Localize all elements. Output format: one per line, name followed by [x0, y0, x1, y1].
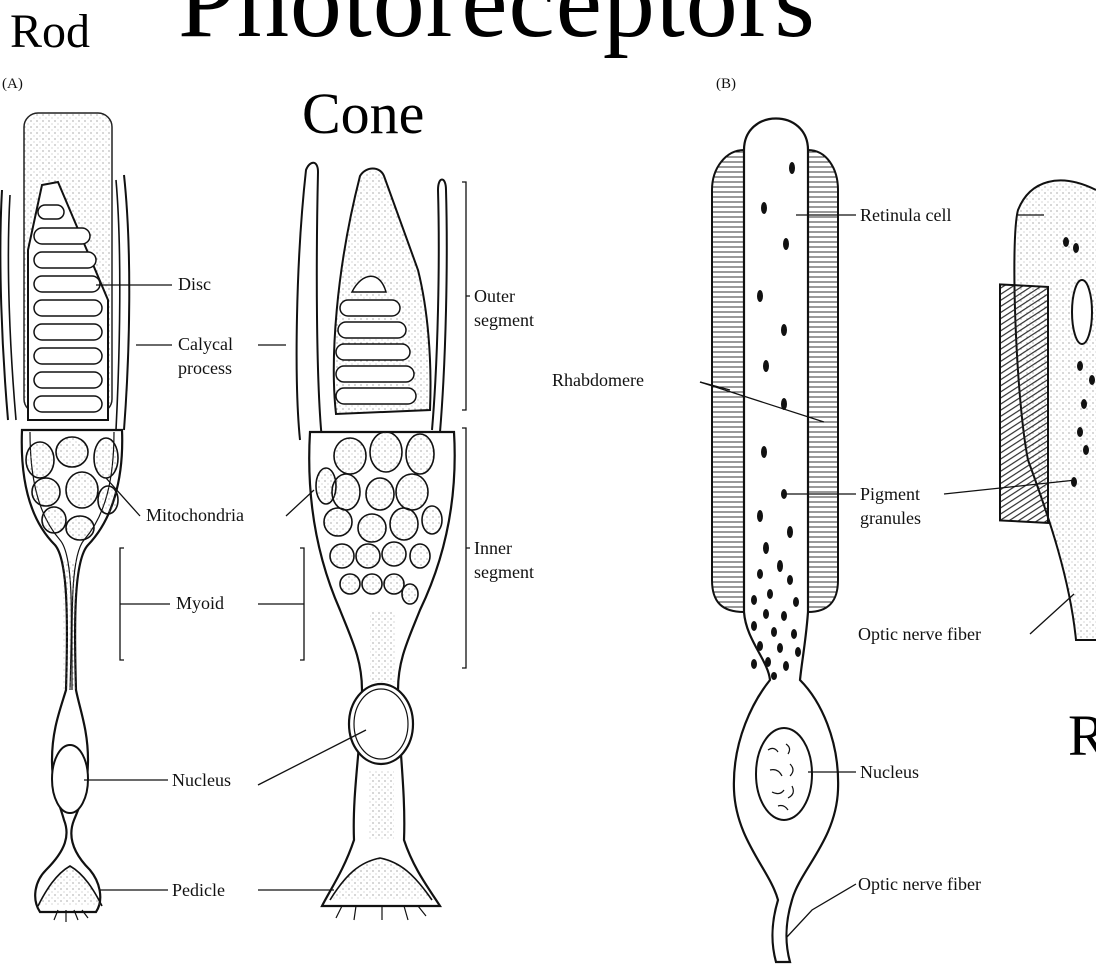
- label-optic-nerve-right: Optic nerve fiber: [858, 624, 981, 645]
- label-nucleus-a: Nucleus: [172, 770, 231, 791]
- retinula-cell-side: [1000, 180, 1096, 640]
- cone-pedicle-fibres: [336, 906, 426, 920]
- cone-calycal-left: [297, 163, 322, 440]
- cone-neck-fill: [368, 770, 394, 840]
- rod-myoid-fill: [62, 560, 76, 690]
- label-calycal-line2: process: [178, 358, 232, 379]
- label-outer-line1: Outer: [474, 286, 515, 307]
- label-inner-line1: Inner: [474, 538, 512, 559]
- label-pigment-line2: granules: [860, 508, 921, 529]
- leader-lines: [84, 182, 1076, 938]
- label-outer-line2: segment: [474, 310, 534, 331]
- cone-calycal-right: [432, 180, 447, 433]
- rod-cell: [0, 113, 129, 922]
- panel-label-b: (B): [716, 76, 736, 93]
- label-mitochondria: Mitochondria: [146, 505, 244, 526]
- label-pigment-line1: Pigment: [860, 484, 920, 505]
- label-disc: Disc: [178, 274, 211, 295]
- cone-heading: Cone: [302, 80, 424, 147]
- label-inner-line2: segment: [474, 562, 534, 583]
- right-heading: R: [1068, 702, 1096, 769]
- invertebrate-photoreceptor: [712, 119, 838, 963]
- rod-calycal-process-left: [0, 190, 8, 420]
- label-myoid: Myoid: [176, 593, 224, 614]
- cone-cell: [297, 163, 455, 920]
- label-retinula-cell: Retinula cell: [860, 205, 951, 226]
- rod-calycal-process-left-inner: [8, 195, 16, 420]
- cone-nucleus: [349, 684, 413, 764]
- rhabdomere-right-band: [808, 150, 838, 612]
- label-pedicle: Pedicle: [172, 880, 225, 901]
- panel-label-a: (A): [2, 76, 23, 93]
- cone-myoid-fill: [370, 612, 396, 682]
- label-rhabdomere: Rhabdomere: [552, 370, 644, 391]
- rod-nucleus: [52, 745, 88, 813]
- retinula-side-nucleus: [1072, 280, 1092, 344]
- main-title: Photoreceptors: [178, 0, 816, 61]
- rod-calycal-process-right: [124, 175, 129, 430]
- label-calycal-line1: Calycal: [178, 334, 233, 355]
- rhabdomere-left-band: [712, 150, 744, 612]
- rod-calycal-process-right-inner: [116, 180, 120, 430]
- label-nucleus-b: Nucleus: [860, 762, 919, 783]
- label-optic-nerve-bottom: Optic nerve fiber: [858, 874, 981, 895]
- rod-heading: Rod: [10, 4, 90, 59]
